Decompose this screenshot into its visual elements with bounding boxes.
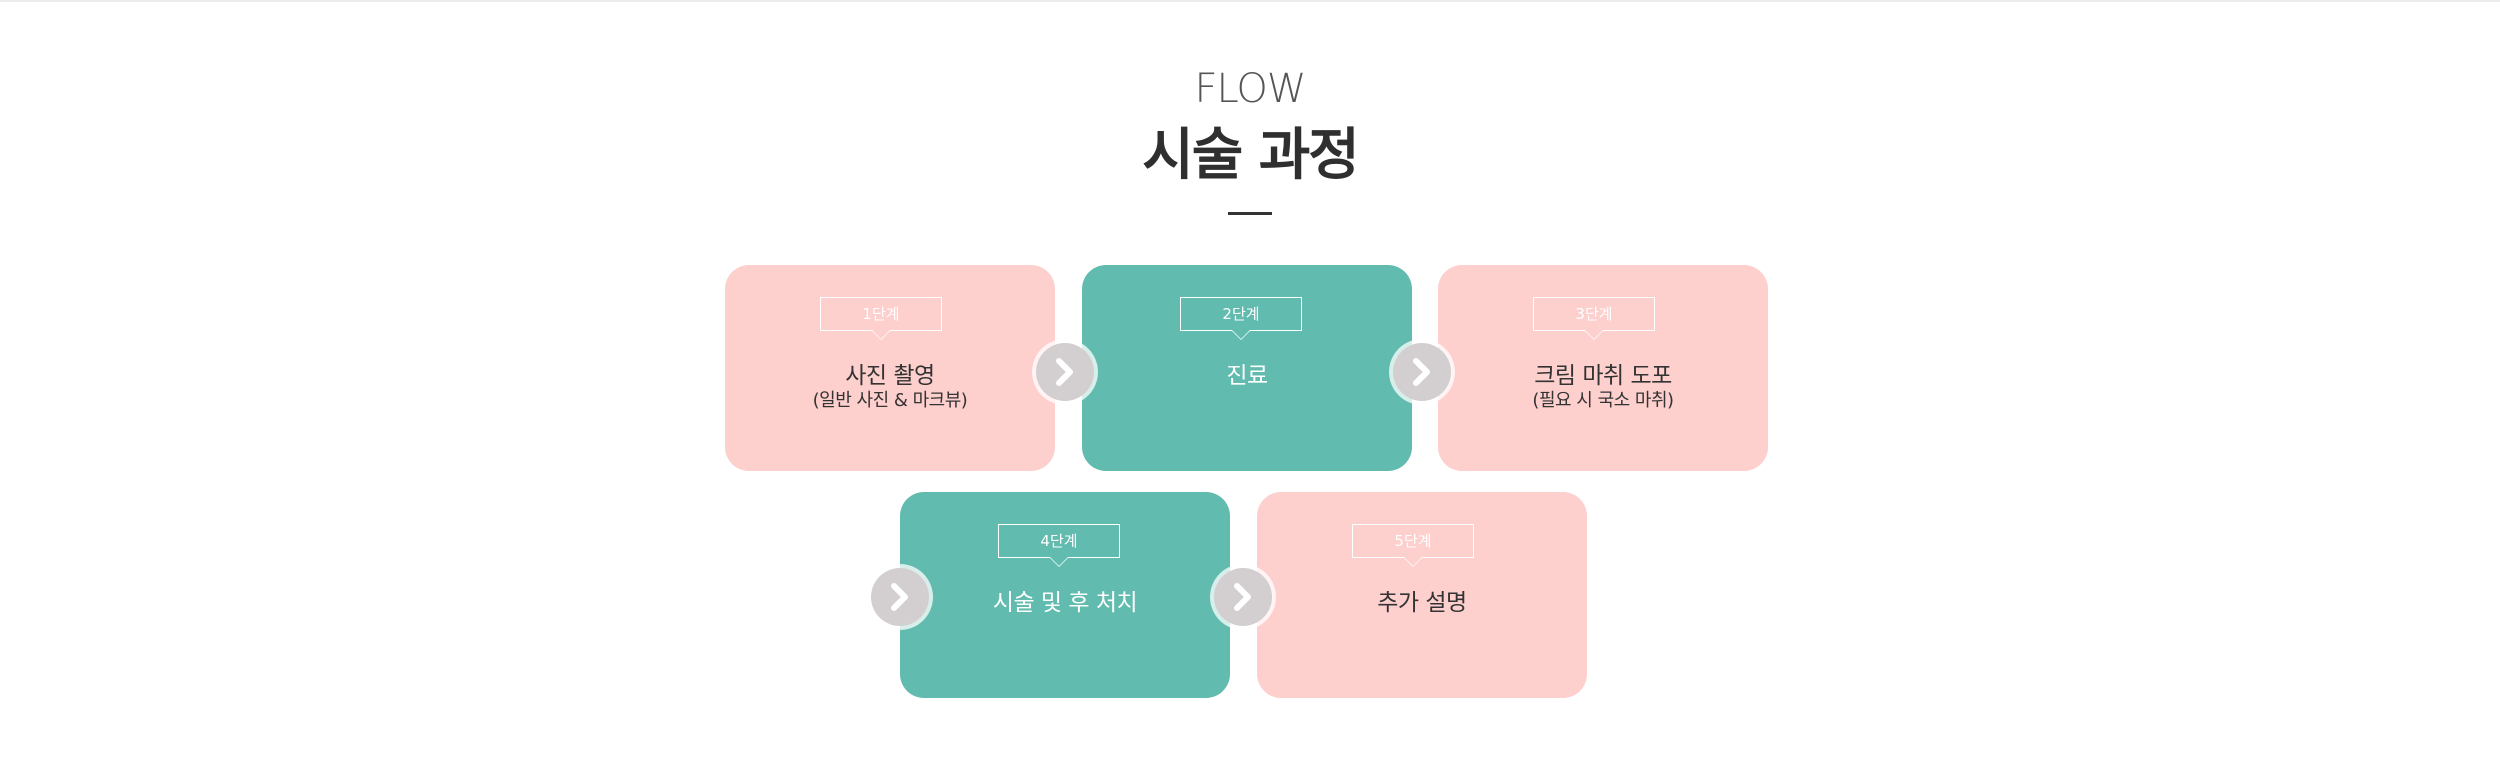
chevron-right-icon [1393, 343, 1451, 401]
step-title: 사진 촬영 [845, 363, 935, 389]
section-header: FLOW 시술 과정 [0, 62, 2500, 215]
step-title: 진료 [1226, 363, 1268, 389]
step-badge: 1단계 [820, 297, 942, 340]
step-subtitle: (필요 시 국소 마취) [1532, 390, 1674, 411]
step-badge: 2단계 [1180, 297, 1302, 340]
step-badge: 3단계 [1533, 297, 1655, 340]
step-title: 시술 및 후 처치 [992, 590, 1138, 616]
chevron-right-icon [1214, 568, 1272, 626]
step-badge: 5단계 [1352, 524, 1474, 567]
step-card-1: 1단계 사진 촬영 (일반 사진 & 마크뷰) [725, 265, 1055, 471]
step-subtitle: (일반 사진 & 마크뷰) [812, 390, 968, 411]
step-badge: 4단계 [998, 524, 1120, 567]
page-title: 시술 과정 [1142, 123, 1360, 188]
top-divider [0, 0, 2500, 2]
step-card-3: 3단계 크림 마취 도포 (필요 시 국소 마취) [1438, 265, 1768, 471]
section-eyebrow: FLOW [1194, 66, 1307, 112]
step-card-4: 4단계 시술 및 후 처치 [900, 492, 1230, 698]
step-card-5: 5단계 추가 설명 [1257, 492, 1587, 698]
chevron-right-icon [1036, 343, 1094, 401]
title-underline [1228, 212, 1272, 215]
step-title: 크림 마취 도포 [1534, 363, 1672, 389]
step-card-2: 2단계 진료 [1082, 265, 1412, 471]
step-title: 추가 설명 [1377, 590, 1467, 616]
chevron-right-icon [871, 568, 929, 626]
